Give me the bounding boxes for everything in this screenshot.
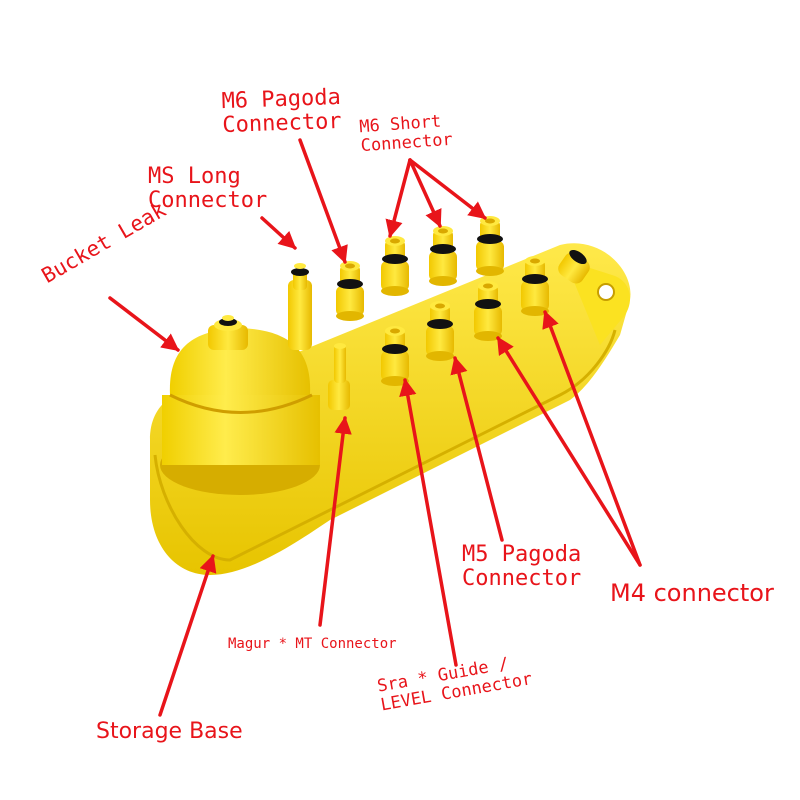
arrow-magura-mt <box>318 416 352 627</box>
arrow-m6-short-2 <box>408 158 442 228</box>
arrow-ms-long <box>260 216 297 250</box>
arrow-m5-pagoda <box>450 356 504 542</box>
magura-mt-connector <box>328 343 350 410</box>
label-m6-short-connector: M6 Short Connector <box>359 112 454 156</box>
sram-guide-connector <box>381 326 409 386</box>
label-ms-long-line2: Connector <box>148 188 268 214</box>
arrow-m6-short-3 <box>408 158 487 220</box>
label-m4-connector: M4 connector <box>610 579 774 607</box>
m6-short-connector-1 <box>381 236 409 296</box>
label-magur-mt-connector: Magur * MT Connector <box>228 636 397 652</box>
end-knob <box>558 249 590 284</box>
m4-connector-2 <box>474 281 502 341</box>
label-ms-long-connector: MS Long Connector <box>148 164 268 214</box>
bucket <box>160 315 320 495</box>
arrow-bucket-leak <box>108 296 180 352</box>
arrow-m4-2 <box>542 310 642 567</box>
arrow-m6-short-1 <box>385 158 412 238</box>
arrow-m4-1 <box>496 336 642 567</box>
m6-pagoda-connector <box>336 261 364 321</box>
annotation-arrows <box>108 138 642 717</box>
arrow-sram-guide <box>399 378 458 667</box>
label-m6-pagoda-line2: Connector <box>222 109 343 139</box>
label-m6-pagoda-connector: M6 Pagoda Connector <box>221 85 343 139</box>
label-ms-long-line1: MS Long <box>148 164 241 189</box>
m4-connector-1 <box>521 256 549 316</box>
m5-pagoda-connector <box>426 301 454 361</box>
label-storage-base: Storage Base <box>96 719 243 744</box>
label-m5-pagoda-line2: Connector <box>462 566 582 592</box>
m6-short-connector-3 <box>476 216 504 276</box>
m6-short-connector-2 <box>429 226 457 286</box>
label-m5-pagoda-connector: M5 Pagoda Connector <box>462 542 582 592</box>
arrow-m6-pagoda <box>298 138 348 264</box>
label-m5-pagoda-line1: M5 Pagoda <box>462 542 582 567</box>
ms-long-connector <box>288 263 312 350</box>
arrow-storage-base <box>158 554 217 717</box>
